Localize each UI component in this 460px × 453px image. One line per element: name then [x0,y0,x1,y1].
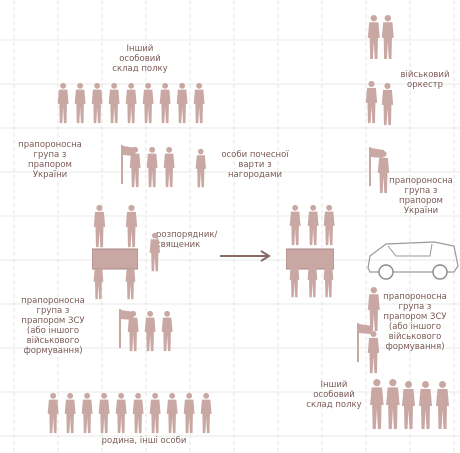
standing-person-icon [160,310,174,357]
standing-person-icon [162,146,176,193]
flag-icon [368,146,386,191]
standing-person-icon [124,262,137,305]
standing-person-icon [107,82,121,129]
standing-person-icon [376,150,391,199]
standing-person-icon [366,330,381,379]
standing-person-icon [182,392,196,439]
standing-person-icon [46,392,60,439]
standing-person-icon [322,204,336,251]
standing-person-icon [141,82,155,129]
label-personnel-top: Інший особовий склад полку [112,44,168,74]
standing-person-icon [380,82,395,131]
standing-person-icon [322,260,335,303]
standing-person-icon [400,380,417,435]
standing-person-icon [192,82,206,129]
standing-person-icon [366,286,382,337]
standing-person-icon [366,14,382,65]
standing-person-icon [380,14,396,65]
standing-person-icon [288,260,301,303]
standing-person-icon [364,80,379,129]
flag-icon [356,322,374,367]
standing-person-icon [306,204,320,251]
standing-person-icon [73,82,87,129]
label-personnel-bottom: Інший особовий склад полку [306,380,362,410]
standing-person-icon [80,392,94,439]
standing-person-icon [165,392,179,439]
standing-person-icon [145,146,159,193]
standing-person-icon [194,148,208,193]
standing-person-icon [175,82,189,129]
standing-person-icon [434,380,451,435]
label-chaplain: розпорядник/ священик [156,230,218,250]
standing-person-icon [90,82,104,129]
label-flag-group-ukraine-left: прапороносна група з прапором України [18,140,82,180]
standing-person-icon [92,262,105,305]
label-honor-guard: особи почесної варти з нагородами [221,150,289,180]
hearse-car-icon [364,238,460,287]
arrow-right-icon [220,250,271,262]
standing-person-icon [368,378,386,435]
standing-person-icon [126,310,140,357]
standing-person-icon [288,204,302,251]
label-flag-group-zsu-left: прапороносна група з прапором ЗСУ (або і… [21,296,85,356]
standing-person-icon [158,82,172,129]
standing-person-icon [92,204,107,253]
label-flag-group-zsu-right: прапороносна група з прапором ЗСУ (або і… [383,292,447,352]
standing-person-icon [56,82,70,129]
standing-person-icon [306,260,319,303]
standing-person-icon [131,392,145,439]
standing-person-icon [384,378,402,435]
label-military-band: військовий оркестр [400,70,450,90]
label-relatives: родина, інші особи [101,436,187,446]
standing-person-icon [148,232,162,277]
standing-person-icon [124,82,138,129]
standing-person-icon [143,310,157,357]
standing-person-icon [97,392,111,439]
standing-person-icon [124,204,139,253]
label-flag-group-ukraine-right: прапороносна група з прапором України [389,176,453,216]
standing-person-icon [148,392,162,439]
standing-person-icon [63,392,77,439]
standing-person-icon [417,380,434,435]
standing-person-icon [114,392,128,439]
standing-person-icon [199,392,213,439]
standing-person-icon [128,146,142,193]
